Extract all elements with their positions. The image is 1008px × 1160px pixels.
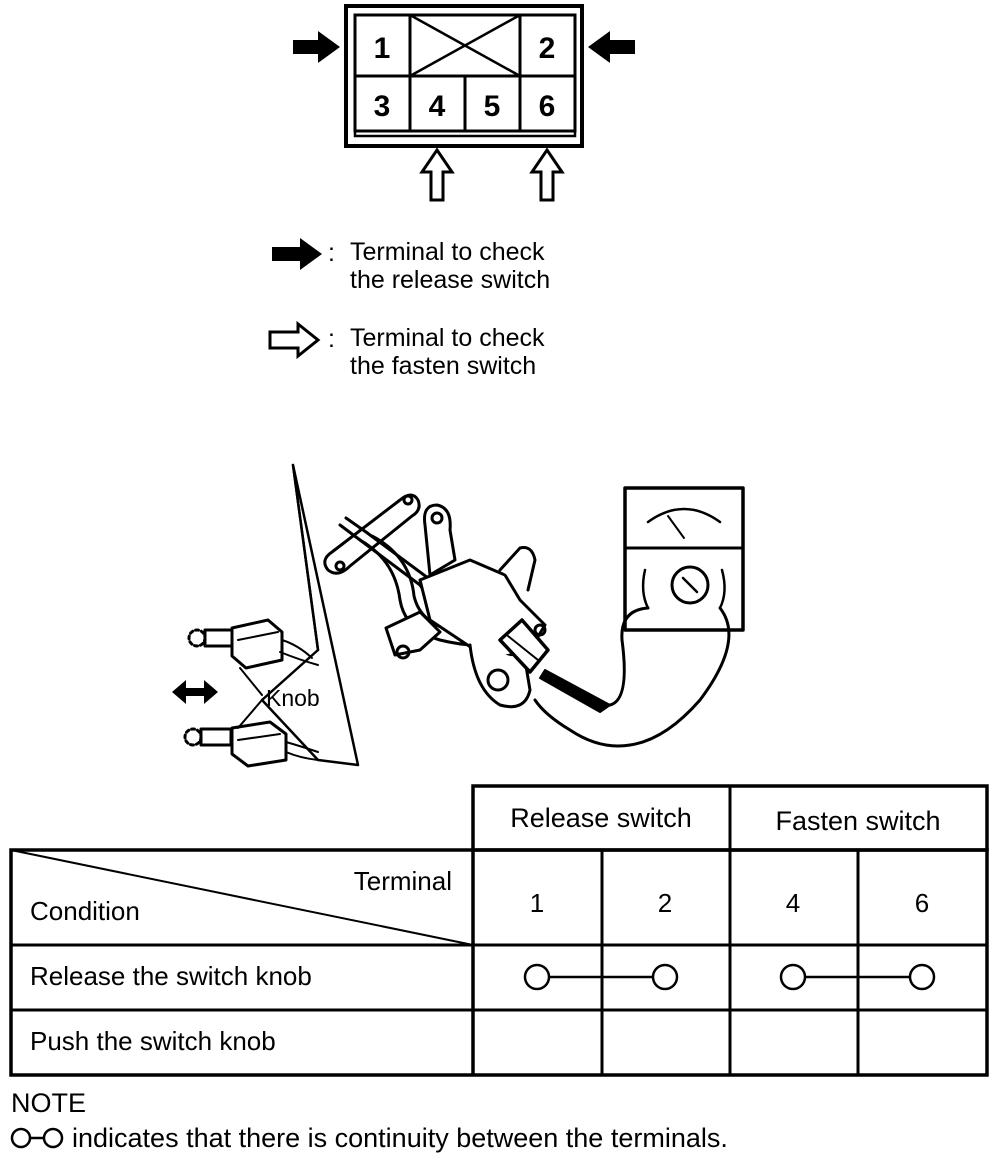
connector-housing-outer: [344, 4, 584, 148]
header-condition: Condition: [30, 896, 140, 926]
legend-release-line-2: the release switch: [350, 266, 550, 294]
continuity-terminal-circle: [651, 963, 679, 991]
legend-fasten-line-1: Terminal to check: [350, 324, 545, 352]
switch-illustration: [172, 463, 745, 768]
legend-release-line-1: Terminal to check: [350, 238, 545, 266]
probe-lead-right: [533, 606, 731, 748]
continuity-symbol-icon: [10, 1127, 64, 1149]
header-terminal: Terminal: [354, 866, 452, 896]
knob-label: Knob: [266, 685, 320, 711]
terminal-column-header: 6: [915, 888, 929, 918]
ohmmeter-icon: [623, 486, 745, 632]
group-header-release: Release switch: [510, 803, 692, 833]
legend: : Terminal to check the release switch :…: [268, 238, 550, 380]
solid-arrow-legend-icon: [272, 238, 322, 270]
continuity-table: [9, 784, 989, 1077]
hollow-arrow-up-icon: [529, 147, 565, 202]
continuity-marks: [523, 963, 936, 991]
hollow-arrow-up-icon: [419, 147, 455, 202]
terminal-number: 5: [484, 90, 501, 123]
micro-switch-bottom: [183, 720, 319, 768]
micro-switch-top: [187, 618, 319, 670]
terminal-number: 4: [429, 90, 446, 123]
row-condition-push: Push the switch knob: [30, 1026, 276, 1056]
continuity-link: [523, 963, 679, 991]
terminal-number: 1: [374, 32, 391, 65]
callout-edge: [291, 463, 320, 652]
terminal-column-header: 2: [658, 888, 672, 918]
note-title: NOTE: [11, 1088, 86, 1118]
terminal-number: 3: [374, 90, 391, 123]
terminal-column-header: 4: [786, 888, 800, 918]
connector-diagram: 1 2 3 4 5 6: [293, 4, 635, 202]
group-header-fasten: Fasten switch: [775, 806, 940, 836]
double-arrow-icon: [172, 680, 218, 704]
solid-arrow-right-icon: [293, 31, 340, 63]
continuity-link: [779, 963, 936, 991]
hollow-arrow-legend-icon: [268, 320, 321, 360]
legend-separator: :: [328, 239, 335, 267]
note-text: indicates that there is continuity betwe…: [72, 1123, 728, 1153]
terminal-column-header: 1: [530, 888, 544, 918]
seat-belt-switch-assembly: [323, 493, 550, 709]
terminal-cell-6: [518, 74, 577, 133]
blank-cell-cross-b: [409, 13, 521, 78]
row-condition-release: Release the switch knob: [30, 961, 312, 991]
knob-leader: [239, 667, 263, 696]
continuity-terminal-circle: [908, 963, 936, 991]
legend-separator: :: [328, 325, 335, 353]
knob-leader: [237, 699, 263, 729]
solid-arrow-left-icon: [588, 31, 635, 63]
terminal-number: 2: [539, 32, 556, 65]
probe-tip: [539, 669, 611, 713]
terminal-number: 6: [539, 90, 556, 123]
callout-wedge: [260, 463, 360, 767]
continuity-terminal-circle: [523, 963, 551, 991]
header-diagonal: [10, 849, 474, 946]
continuity-terminal-circle: [779, 963, 807, 991]
legend-fasten-line-2: the fasten switch: [350, 352, 536, 380]
table-body: [9, 848, 989, 1077]
